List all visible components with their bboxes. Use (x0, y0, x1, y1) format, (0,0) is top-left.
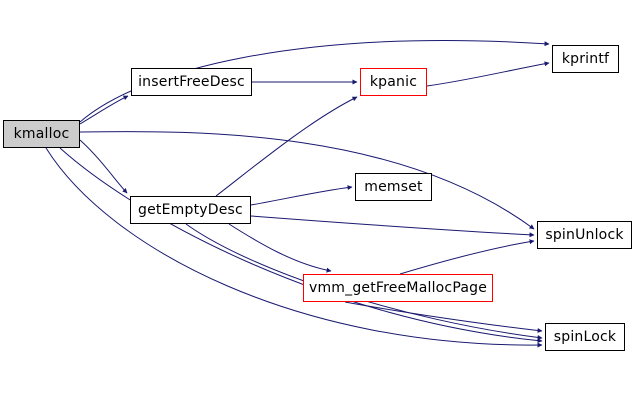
node-label-spinUnlock: spinUnlock (545, 227, 624, 243)
node-vmm_getFreeMallocPage[interactable]: vmm_getFreeMallocPage (303, 274, 493, 302)
edge-kmalloc-to-getEmptyDesc (79, 139, 128, 194)
node-spinUnlock[interactable]: spinUnlock (537, 221, 632, 249)
edge-kmalloc-to-spinUnlock (79, 131, 535, 230)
edge-kpanic-to-kprintf (426, 61, 550, 87)
node-label-spinLock: spinLock (553, 329, 617, 345)
node-label-kprintf: kprintf (561, 51, 610, 67)
edge-kmalloc-to-spinLock-2 (45, 147, 543, 348)
node-label-vmm_getFreeMallocPage: vmm_getFreeMallocPage (308, 280, 488, 296)
edge-getEmptyDesc-to-spinUnlock (250, 215, 535, 238)
node-label-memset: memset (364, 179, 423, 195)
node-kmalloc[interactable]: kmalloc (3, 120, 80, 148)
edge-kmalloc-to-insertFreeDesc (79, 95, 129, 125)
edge-kmalloc-to-spinLock (59, 147, 543, 344)
edge-vmm_getFreeMallocPage-to-spinUnlock (399, 239, 535, 275)
node-label-insertFreeDesc: insertFreeDesc (138, 74, 245, 90)
node-insertFreeDesc[interactable]: insertFreeDesc (131, 68, 252, 96)
node-label-getEmptyDesc: getEmptyDesc (138, 202, 243, 218)
node-label-kpanic: kpanic (369, 74, 418, 90)
edge-kmalloc-to-kprintf (79, 40, 550, 123)
edge-getEmptyDesc-to-vmm_getFreeMallocPage (228, 223, 332, 273)
node-label-kmalloc: kmalloc (13, 126, 70, 142)
edge-vmm_getFreeMallocPage-to-spinLock (344, 301, 543, 333)
node-getEmptyDesc[interactable]: getEmptyDesc (130, 196, 251, 224)
node-memset[interactable]: memset (355, 173, 432, 201)
node-kprintf[interactable]: kprintf (552, 45, 619, 73)
node-spinLock[interactable]: spinLock (545, 323, 625, 351)
node-kpanic[interactable]: kpanic (360, 68, 427, 96)
edge-getEmptyDesc-to-kpanic (215, 96, 358, 197)
edge-getEmptyDesc-to-memset (250, 185, 353, 206)
